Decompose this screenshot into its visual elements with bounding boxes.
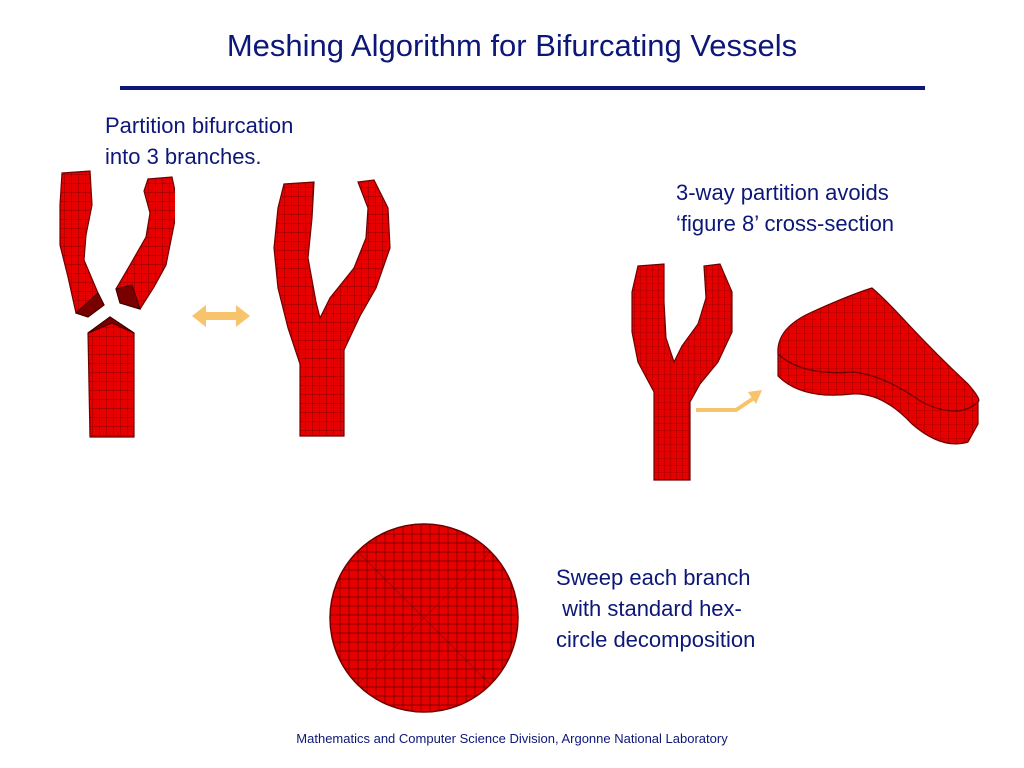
caption-line: with standard hex-: [556, 596, 742, 621]
assembled-bifurcation-figure: [273, 179, 391, 437]
caption-line: Sweep each branch: [556, 565, 751, 590]
double-arrow-icon: [192, 305, 250, 327]
cross-section-top-mesh: [777, 287, 980, 412]
heart-cross-section-figure: [777, 287, 980, 445]
caption-figure8: 3-way partition avoids ‘figure 8’ cross-…: [676, 177, 894, 239]
footer-credit: Mathematics and Computer Science Divisio…: [296, 731, 728, 746]
bifurcation-mesh: [631, 263, 733, 481]
caption-sweep: Sweep each branch with standard hex- cir…: [556, 562, 755, 655]
caption-line: 3-way partition avoids: [676, 180, 889, 205]
caption-line: circle decomposition: [556, 627, 756, 652]
trunk-mesh: [87, 316, 135, 438]
hex-circle-mesh-figure: [329, 523, 519, 713]
bifurcation-mesh: [273, 179, 391, 437]
caption-line: into 3 branches.: [105, 144, 262, 169]
caption-line: Partition bifurcation: [105, 113, 294, 138]
pointer-arrow-icon: [696, 390, 762, 412]
caption-partition: Partition bifurcation into 3 branches.: [105, 110, 293, 172]
title-underline: [120, 86, 925, 90]
figure8-bifurcation-figure: [631, 263, 733, 481]
disk-grid: [330, 524, 518, 712]
caption-line: ‘figure 8’ cross-section: [676, 211, 895, 236]
partitioned-branches-figure: [59, 170, 175, 438]
slide-title: Meshing Algorithm for Bifurcating Vessel…: [226, 28, 798, 63]
